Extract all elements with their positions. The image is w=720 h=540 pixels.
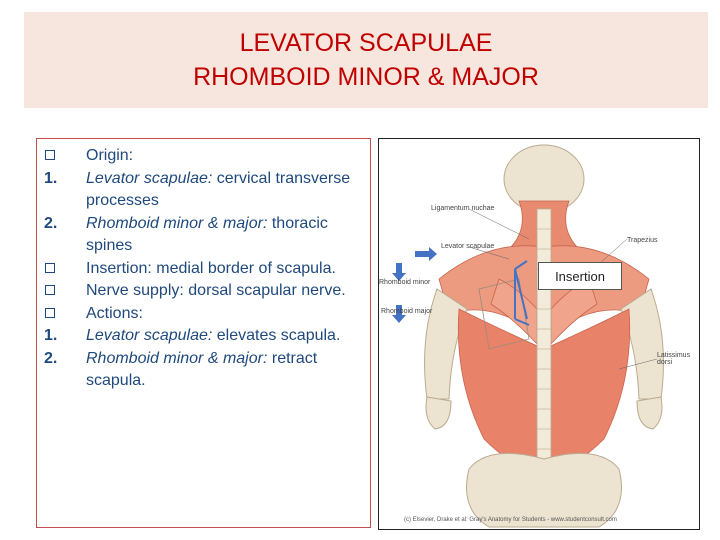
content-list: Origin: 1. Levator scapulae: cervical tr… xyxy=(44,145,374,393)
origin-label: Origin: xyxy=(86,147,134,164)
origin-item: Origin: xyxy=(44,145,374,168)
actions-item: Actions: xyxy=(44,303,374,326)
right-elbow xyxy=(636,396,663,430)
checkbox-bullet-icon xyxy=(44,280,70,303)
item-number: 2. xyxy=(44,349,58,367)
action-item-1: 1. Levator scapulae: elevates scapula. xyxy=(44,325,374,348)
item-number: 1. xyxy=(44,327,58,344)
label-leader-lines xyxy=(468,208,658,370)
title-banner: LEVATOR SCAPULAE RHOMBOID MINOR & MAJOR xyxy=(24,12,708,108)
label-ligamentum-nuchae: Ligamentum nuchae xyxy=(431,205,495,212)
left-elbow xyxy=(425,396,452,430)
nerve-label: Nerve supply: xyxy=(86,282,184,299)
label-latissimus-dorsi: Latissimus dorsi xyxy=(657,352,691,366)
label-trapezius: Trapezius xyxy=(627,237,658,244)
origin-text: cervical transverse processes xyxy=(86,169,351,210)
insertion-item: Insertion: medial border of scapula. xyxy=(44,258,374,281)
nerve-text: dorsal scapular nerve. xyxy=(188,282,346,299)
insertion-arrow-icon-2 xyxy=(514,268,528,320)
checkbox-bullet-icon xyxy=(44,145,70,168)
action-text: retract scapula. xyxy=(86,349,318,390)
origin-item-1: 1. Levator scapulae: cervical transverse… xyxy=(44,168,374,213)
origin-item-2: 2. Rhomboid minor & major: thoracic spin… xyxy=(44,213,374,258)
slide-title-line-1: LEVATOR SCAPULAE xyxy=(239,29,493,57)
spine-shape xyxy=(536,208,552,480)
insertion-arrow-icon xyxy=(514,260,530,326)
blue-arrow-icon xyxy=(392,247,437,323)
text-content-box xyxy=(36,138,371,528)
insertion-text: medial border of scapula. xyxy=(156,259,336,277)
scapula-outline xyxy=(478,278,530,350)
label-levator-scapulae: Levator scapulae xyxy=(441,243,495,250)
label-rhomboid-major: Rhomboid major xyxy=(381,308,433,315)
insertion-label: Insertion: xyxy=(86,259,152,277)
anatomy-illustration: Ligamentum nuchae Levator scapulae Trape… xyxy=(378,138,700,530)
back-muscles-drawing xyxy=(392,144,664,528)
item-number: 2. xyxy=(44,214,58,232)
muscle-name: Rhomboid minor & major: xyxy=(86,349,268,367)
checkbox-bullet-icon xyxy=(44,303,70,326)
item-number: 1. xyxy=(44,169,58,187)
checkbox-bullet-icon xyxy=(44,258,70,281)
figure-copyright: (c) Elsevier, Drake et al: Gray's Anatom… xyxy=(404,517,617,523)
muscle-name: Levator scapulae: xyxy=(86,327,213,344)
actions-label: Actions: xyxy=(86,304,143,322)
nerve-item: Nerve supply: dorsal scapular nerve. xyxy=(44,280,374,303)
label-rhomboid-minor: Rhomboid minor xyxy=(379,279,431,286)
insertion-callout: Insertion xyxy=(538,262,622,290)
slide-title-line-2: RHOMBOID MINOR & MAJOR xyxy=(193,63,539,91)
muscle-name: Levator scapulae: xyxy=(86,169,213,187)
origin-text: thoracic spines xyxy=(86,214,328,255)
action-item-2: 2. Rhomboid minor & major: retract scapu… xyxy=(44,348,374,393)
pelvis-shape xyxy=(466,452,622,528)
muscle-name: Rhomboid minor & major: xyxy=(86,214,268,232)
action-text: elevates scapula. xyxy=(216,327,341,344)
